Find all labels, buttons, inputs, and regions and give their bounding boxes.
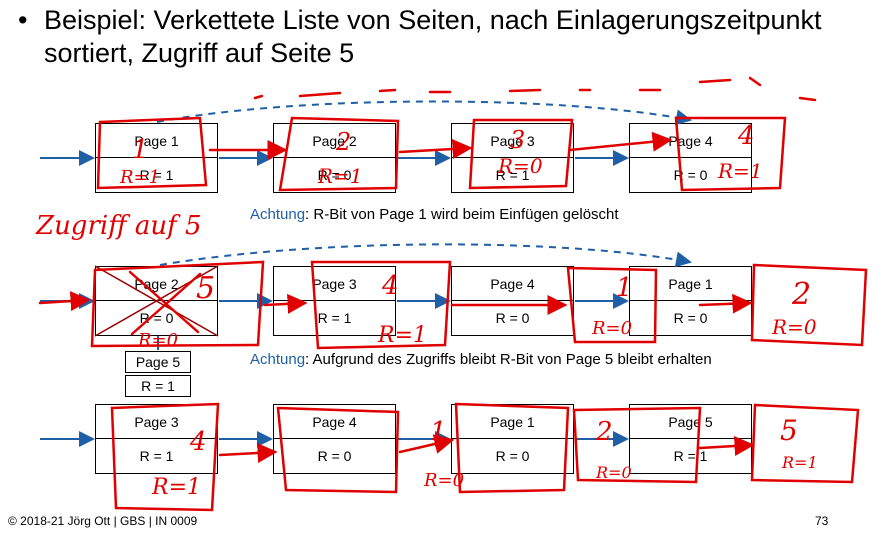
row3-page-box: Page 3 R = 1 xyxy=(95,404,218,474)
row2-page-box: Page 4 R = 0 xyxy=(451,266,574,336)
note-2: Achtung: Aufgrund des Zugriffs bleibt R-… xyxy=(250,351,712,368)
r-bit-value: R = 0 xyxy=(673,310,708,326)
page-label: Page 1 xyxy=(96,124,217,158)
r-bit-value: R = 0 xyxy=(139,310,174,326)
handwritten-text: Zugriff auf 5 1 2 3 4 R=1 R=1 R=0 R=1 5 … xyxy=(35,121,818,500)
page-label: Page 2 xyxy=(274,124,395,158)
hw-rbit: R=1 xyxy=(151,475,201,500)
hw-rbit: R=1 xyxy=(317,164,363,188)
page-label: Page 5 xyxy=(630,405,751,439)
hw-zugriff: Zugriff auf 5 xyxy=(35,211,202,241)
note-1: Achtung: R-Bit von Page 1 wird beim Einf… xyxy=(250,206,619,223)
bullet-marker: • xyxy=(18,5,28,35)
hw-label: 1 xyxy=(430,417,447,447)
page-label: Page 3 xyxy=(274,267,395,301)
page-label: Page 1 xyxy=(630,267,751,301)
r-bit-value: R = 0 xyxy=(495,310,530,326)
r-bit-value: R = 1 xyxy=(673,448,708,464)
page-label: Page 3 xyxy=(452,124,573,158)
slide-number: 73 xyxy=(815,514,829,528)
row3-page-box: Page 4 R = 0 xyxy=(273,404,396,474)
page-label: Page 3 xyxy=(96,405,217,439)
hw-label: 2 xyxy=(335,128,351,156)
row1-link-arrows xyxy=(40,100,692,166)
row1-page-box: Page 3 R = 1 xyxy=(451,123,574,193)
slide-heading: Beispiel: Verkettete Liste von Seiten, n… xyxy=(44,5,822,68)
hw-label: 4 xyxy=(737,121,755,151)
hw-rbit: R=0 xyxy=(771,315,817,339)
hw-label: 1 xyxy=(616,273,633,303)
r-bit-value: R = 1 xyxy=(495,167,530,183)
r-bit-value: R = 1 xyxy=(139,167,174,183)
hw-label: 4 xyxy=(381,271,399,301)
row2-page-box: Page 3 R = 1 xyxy=(273,266,396,336)
row1-page-box: Page 1 R = 1 xyxy=(95,123,218,193)
note-accent: Achtung xyxy=(250,206,306,223)
r-bit-value: R = 1 xyxy=(317,310,352,326)
hw-rbit: R=1 xyxy=(717,159,763,183)
note-text: : R-Bit von Page 1 wird beim Einfügen ge… xyxy=(305,206,619,223)
page-label: Page 4 xyxy=(274,405,395,439)
r-bit-value: R = 0 xyxy=(317,448,352,464)
page-label: Page 4 xyxy=(452,267,573,301)
hw-rbit: R=0 xyxy=(497,154,543,178)
page5-rbit-box: R = 1 xyxy=(125,375,191,397)
hw-label: 1 xyxy=(132,135,149,165)
r-bit-value: R = 1 xyxy=(139,448,174,464)
hw-rbit: R=0 xyxy=(137,330,178,351)
hw-label: 5 xyxy=(780,414,798,447)
hw-rbit: R=0 xyxy=(591,318,632,339)
r-bit-value: R = 0 xyxy=(495,448,530,464)
hw-rbit: R=0 xyxy=(423,470,464,491)
hw-label: 4 xyxy=(189,427,207,457)
note-accent: Achtung xyxy=(250,351,306,368)
hw-rbit: R=1 xyxy=(377,323,427,348)
hw-rbit: R=1 xyxy=(781,453,818,472)
page-label: Page 1 xyxy=(452,405,573,439)
page5-label-box: Page 5 xyxy=(125,351,191,373)
hw-label: 2 xyxy=(595,417,613,447)
footer-copyright: © 2018-21 Jörg Ott | GBS | IN 0009 xyxy=(8,514,198,528)
hw-rbit: R=0 xyxy=(595,463,632,482)
hw-label: 5 xyxy=(196,271,215,306)
note-text: : Aufgrund des Zugriffs bleibt R-Bit von… xyxy=(305,351,712,368)
handwritten-boxes xyxy=(38,76,868,512)
hw-label: 3 xyxy=(510,126,525,154)
r-bit-value: R = 0 xyxy=(317,167,352,183)
hw-rbit: R=1 xyxy=(119,167,160,188)
hw-label: 2 xyxy=(791,277,811,312)
